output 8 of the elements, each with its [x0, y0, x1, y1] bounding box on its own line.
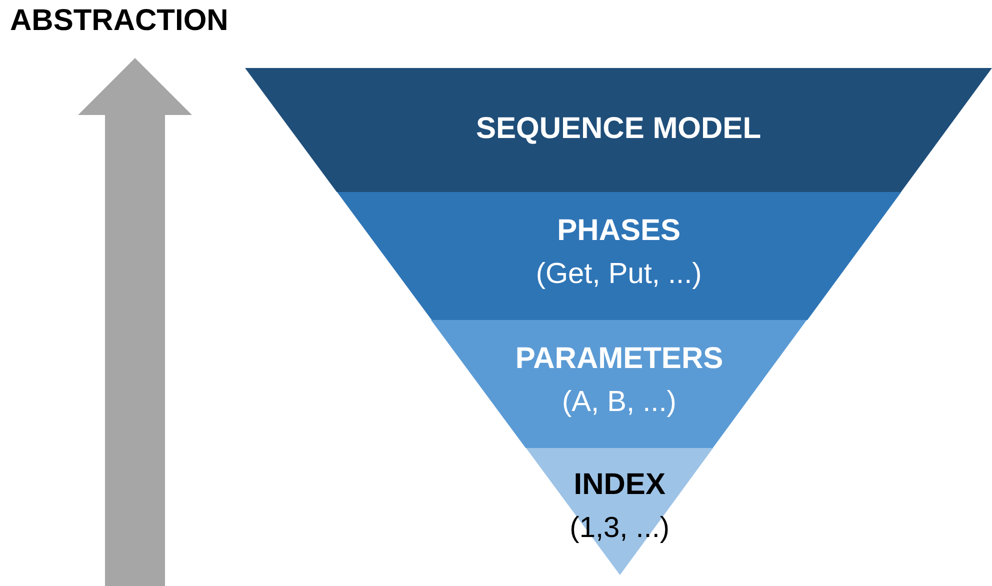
band-subtext: (1,3, ...)	[568, 512, 671, 545]
band-heading: SEQUENCE MODEL	[474, 112, 762, 146]
band-heading: INDEX	[572, 468, 666, 502]
axis-label: ABSTRACTION	[10, 4, 228, 38]
band-subtext: (Get, Put, ...)	[534, 258, 703, 291]
band-heading: PARAMETERS	[514, 342, 724, 376]
band-subtext: (A, B, ...)	[561, 386, 678, 419]
band-heading: PHASES	[556, 214, 682, 248]
